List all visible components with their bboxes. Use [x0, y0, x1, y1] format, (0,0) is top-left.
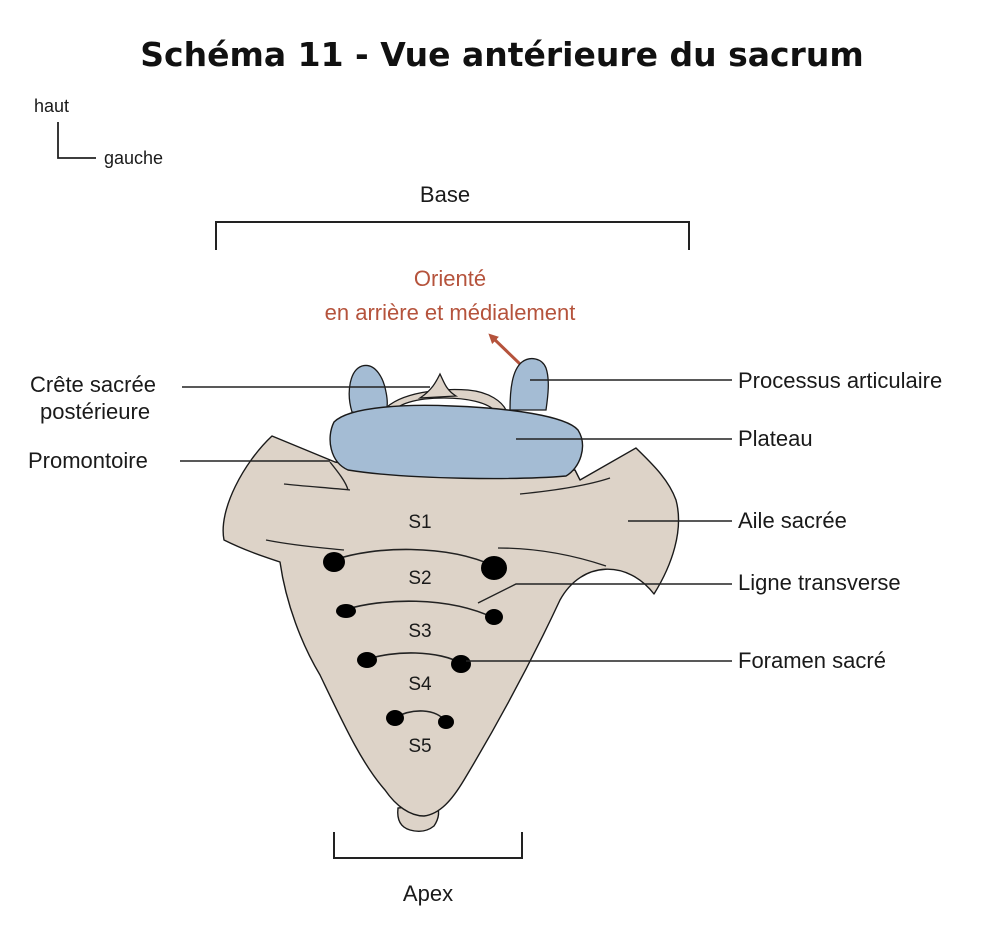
posterior-sacral-crest — [417, 372, 459, 399]
transverse-line-leader — [477, 583, 732, 604]
apex-label: Apex — [403, 881, 453, 906]
plateau-label: Plateau — [738, 426, 813, 451]
orientation-indicator: haut gauche — [34, 96, 163, 168]
segment-label-s1: S1 — [408, 512, 431, 533]
sacral-foramen — [485, 609, 503, 625]
sacral-foramen — [481, 556, 507, 580]
sacral-foramen — [451, 655, 471, 673]
orientation-arrow — [488, 333, 522, 366]
base-label: Base — [420, 182, 470, 207]
promontory-edge — [329, 461, 349, 491]
orientation-note-line1: Orienté — [414, 266, 486, 291]
right-articular-process — [509, 357, 549, 411]
sacrum-bone — [222, 357, 680, 833]
sacral-plateau — [329, 404, 584, 480]
crest-label-line2: postérieure — [40, 399, 150, 424]
ala-lower-right — [497, 547, 607, 567]
wing-label: Aile sacrée — [738, 508, 847, 533]
left-articular-process — [348, 364, 388, 415]
promontory-label: Promontoire — [28, 448, 148, 473]
crest-label-line1: Crête sacrée — [30, 372, 156, 397]
sacral-foramen — [323, 552, 345, 572]
segment-label-s5: S5 — [408, 736, 431, 757]
diagram-title: Schéma 11 - Vue antérieure du sacrum — [140, 35, 863, 74]
ala-line-right — [519, 477, 611, 495]
orientation-up-label: haut — [34, 96, 69, 116]
ala-line-left — [283, 483, 351, 491]
orientation-axes — [57, 122, 96, 159]
orientation-note-line2: en arrière et médialement — [325, 300, 576, 325]
sacral-foramen — [438, 715, 454, 729]
base-bracket — [215, 221, 690, 250]
foramen-label: Foramen sacré — [738, 648, 886, 673]
segment-label-s3: S3 — [408, 621, 431, 642]
sacral-foramen — [336, 604, 356, 618]
articular-process-label: Processus articulaire — [738, 368, 942, 393]
segment-label-s2: S2 — [408, 568, 431, 589]
sacral-foramen — [386, 710, 404, 726]
sacral-foramen — [357, 652, 377, 668]
transverse-line-2 — [343, 600, 495, 619]
segment-label-s4: S4 — [408, 674, 432, 695]
ala-lower-left — [265, 539, 345, 551]
sacrum-body — [222, 435, 680, 817]
transverse-line-label: Ligne transverse — [738, 570, 901, 595]
orientation-left-label: gauche — [104, 148, 163, 168]
transverse-line-1 — [333, 548, 495, 567]
apex-bracket — [333, 832, 523, 859]
